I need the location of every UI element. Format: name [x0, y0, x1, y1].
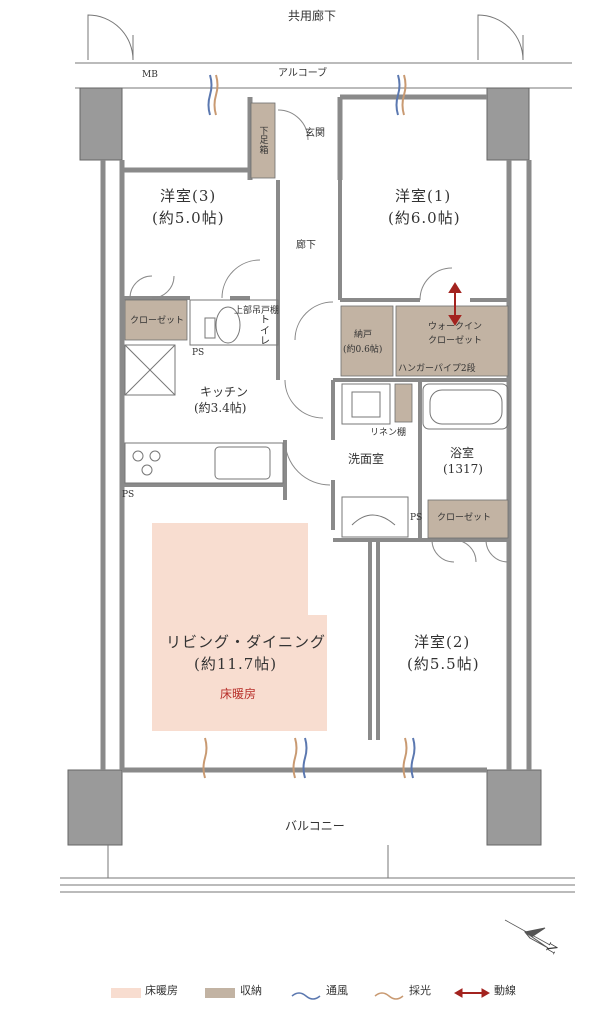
ps-label-washroom: PS	[410, 513, 423, 523]
column-top-left	[79, 87, 123, 161]
compass-icon	[504, 919, 551, 949]
closet-room3	[124, 299, 188, 341]
corridor-doors	[87, 14, 524, 61]
bath-fixtures	[422, 383, 509, 430]
circulation-arrow	[448, 282, 462, 326]
wic-line1: ウォークイン	[428, 322, 483, 332]
room3-name: 洋室(3)	[160, 187, 217, 205]
airflow-marks	[202, 74, 416, 779]
kitchen-name: キッチン	[200, 385, 249, 399]
shoe-box-label: 下足箱	[259, 127, 269, 156]
balcony-rail	[60, 845, 575, 893]
linen-shelf	[394, 383, 413, 423]
legend-mark-circulation	[453, 988, 491, 998]
wic-line2: クローゼット	[428, 336, 483, 346]
legend-swatch-floor-heating	[111, 988, 141, 998]
washroom-label: 洗面室	[348, 452, 385, 466]
ps-label-toilet: PS	[192, 348, 205, 358]
legend-mark-daylight	[374, 992, 404, 1000]
upper-cabinet-label: 上部吊戸棚	[234, 306, 280, 316]
storage-name: 納戸	[354, 330, 373, 340]
room2-name: 洋室(2)	[414, 633, 471, 651]
alcove-label: アルコーブ	[278, 68, 328, 79]
interior-walls	[122, 180, 509, 740]
storage-size: (約0.6帖)	[343, 345, 383, 355]
kitchen-size: (約3.4帖)	[194, 401, 247, 415]
room-doors	[129, 109, 509, 563]
entrance-label: 玄関	[305, 128, 325, 139]
bath-name: 浴室	[450, 446, 475, 460]
room1-size: (約6.0帖)	[388, 209, 461, 227]
legend-ventilation: 通風	[326, 984, 348, 997]
legend-mark-ventilation	[291, 992, 321, 1000]
column-top-right	[486, 87, 530, 161]
floor-heating-label: 床暖房	[220, 687, 257, 701]
ld-name: リビング・ダイニング	[166, 633, 327, 651]
column-bottom-right	[486, 769, 542, 846]
legend-floor-heating: 床暖房	[145, 984, 178, 997]
column-bottom-left	[67, 769, 123, 846]
closet-washroom-label: クローゼット	[437, 513, 492, 523]
balcony-label: バルコニー	[285, 819, 345, 833]
shoe-box	[250, 102, 276, 179]
exterior-walls	[100, 94, 532, 773]
toilet-label: トイレ	[260, 315, 270, 347]
mb-label: MB	[142, 70, 158, 80]
hall-label: 廊下	[296, 240, 316, 251]
linen-label: リネン棚	[370, 428, 407, 438]
kitchen-fixtures	[124, 344, 284, 484]
floor-heating-upper	[152, 523, 308, 615]
bath-size: (1317)	[443, 462, 483, 476]
room2-size: (約5.5帖)	[407, 655, 480, 673]
room1-name: 洋室(1)	[395, 187, 452, 205]
hanger-pipe-label: ハンガーパイプ2段	[398, 364, 476, 374]
corridor-label: 共用廊下	[288, 9, 337, 23]
floor-heating-lower	[152, 615, 327, 731]
ld-size: (約11.7帖)	[194, 655, 278, 673]
room3-size: (約5.0帖)	[152, 209, 225, 227]
legend-circulation: 動線	[494, 984, 516, 997]
closet-washroom	[427, 499, 509, 539]
ps-label-kitchen: PS	[122, 490, 135, 500]
closet-room3-label: クローゼット	[130, 316, 185, 326]
toilet-fixtures	[189, 299, 279, 346]
washroom-fixtures	[341, 383, 409, 538]
legend-daylight: 採光	[409, 984, 431, 997]
storage-nando	[340, 305, 394, 377]
legend-swatch-storage	[205, 988, 235, 998]
legend-storage: 収納	[240, 984, 262, 997]
